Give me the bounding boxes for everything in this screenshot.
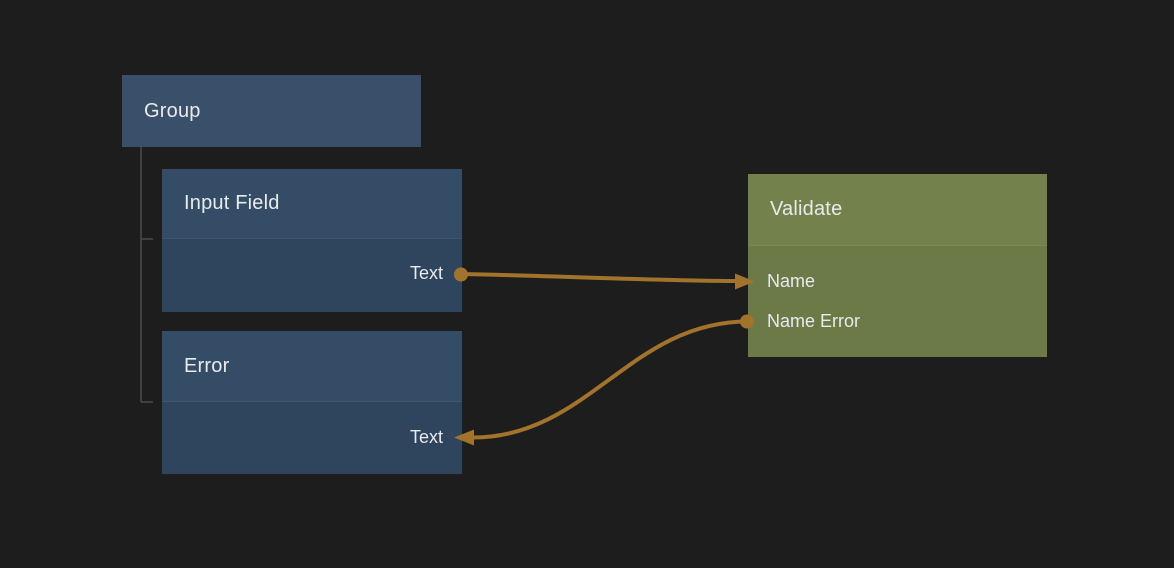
- node-error-body: Text: [162, 402, 462, 457]
- node-error[interactable]: Error Text: [162, 331, 462, 474]
- node-error-header: Error: [162, 331, 462, 402]
- connection-curve: [472, 319, 749, 440]
- port-label: Text: [409, 427, 443, 447]
- node-title: Input Field: [184, 192, 280, 214]
- node-title: Group: [144, 99, 201, 122]
- port-dot-inputfield-text-output[interactable]: [454, 267, 468, 282]
- node-validate-header: Validate: [748, 174, 1047, 246]
- port-row-text-output[interactable]: Text: [162, 253, 462, 293]
- node-validate-body: Name Name Error: [748, 246, 1047, 341]
- connection-curve: [461, 272, 738, 283]
- node-group[interactable]: Group: [122, 75, 421, 147]
- node-title: Error: [184, 354, 230, 377]
- node-title: Validate: [770, 198, 843, 220]
- node-group-header: Group: [122, 75, 421, 147]
- hierarchy-tree-lines: [140, 147, 153, 403]
- arrowhead-validate-name-input: [735, 273, 755, 290]
- port-label: Text: [409, 263, 443, 283]
- connection-validate-nameerror-to-error-text[interactable]: [454, 314, 754, 446]
- arrowhead-error-text-input: [454, 429, 474, 446]
- connection-inputfield-text-to-validate-name[interactable]: [454, 267, 755, 290]
- port-label: Name Error: [767, 311, 861, 331]
- node-input-field-body: Text: [162, 239, 462, 293]
- port-label: Name: [767, 271, 816, 291]
- port-row-text-input[interactable]: Text: [162, 417, 462, 457]
- port-row-name-input[interactable]: Name: [748, 261, 1047, 301]
- port-dot-validate-nameerror-output[interactable]: [740, 314, 754, 329]
- node-input-field[interactable]: Input Field Text: [162, 169, 462, 312]
- node-input-field-header: Input Field: [162, 169, 462, 239]
- port-row-name-error-output[interactable]: Name Error: [748, 301, 1047, 341]
- node-validate[interactable]: Validate Name Name Error: [748, 174, 1047, 357]
